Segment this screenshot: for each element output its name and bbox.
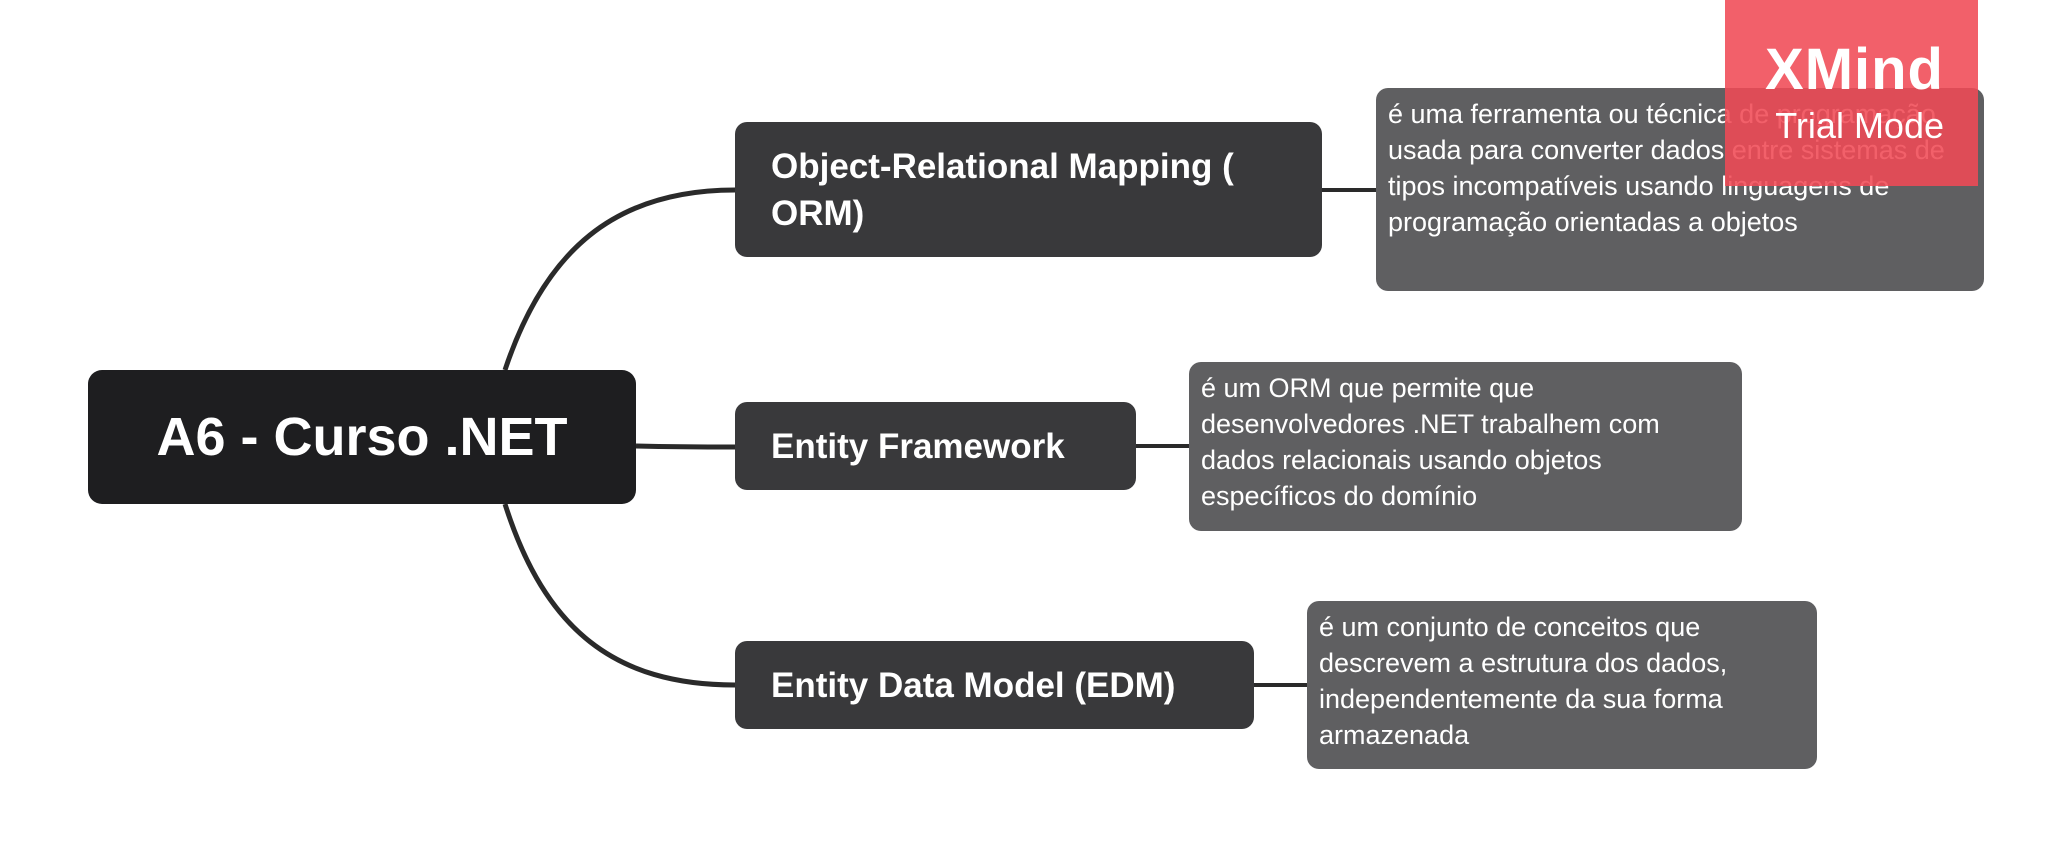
description-entity-framework[interactable]: é um ORM que permite que desenvolvedores… (1189, 362, 1742, 531)
topic-orm[interactable]: Object-Relational Mapping ( ORM) (735, 122, 1322, 257)
trial-watermark: XMind Trial Mode (1725, 0, 1978, 186)
topic-entity-data-model[interactable]: Entity Data Model (EDM) (735, 641, 1254, 729)
description-entity-data-model[interactable]: é um conjunto de conceitos que descrevem… (1307, 601, 1817, 769)
topic-entity-framework-label: Entity Framework (771, 426, 1065, 466)
topic-orm-label: Object-Relational Mapping ( ORM) (771, 146, 1234, 233)
watermark-brand: XMind (1765, 37, 1944, 102)
description-entity-framework-text: é um ORM que permite que desenvolvedores… (1201, 373, 1660, 511)
watermark-mode: Trial Mode (1775, 105, 1944, 146)
connector-central-to-edm (502, 503, 736, 688)
topic-entity-data-model-label: Entity Data Model (EDM) (771, 665, 1176, 705)
connector-central-to-entity-framework (635, 443, 736, 450)
central-topic-label: A6 - Curso .NET (156, 407, 568, 467)
central-topic[interactable]: A6 - Curso .NET (88, 370, 636, 504)
topic-entity-framework[interactable]: Entity Framework (735, 402, 1136, 490)
connector-central-to-orm (502, 187, 736, 371)
description-entity-data-model-text: é um conjunto de conceitos que descrevem… (1319, 612, 1728, 750)
